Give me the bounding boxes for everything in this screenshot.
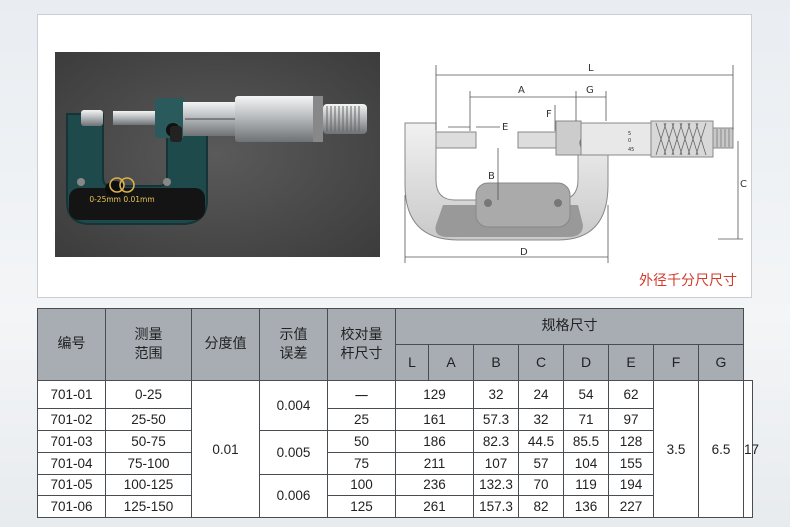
- table-row: 701-05 100-125 0.006 100 236 132.3 70 11…: [37, 473, 753, 519]
- header-graduation: 分度值: [191, 308, 260, 381]
- cell-d: 194: [608, 473, 654, 497]
- cell-b: 82: [518, 495, 564, 518]
- cell-l: 236: [395, 473, 474, 497]
- cell-a: 107: [473, 451, 519, 475]
- cell-range: 0-25: [105, 379, 192, 410]
- cell-b: 44.5: [518, 430, 564, 453]
- cell-d: 62: [608, 379, 654, 410]
- header-calib: 校对量杆尺寸: [327, 308, 396, 381]
- micrometer-photo-icon: 0-25mm 0.01mm: [55, 52, 380, 257]
- dim-label-g: G: [586, 85, 594, 96]
- cell-c: 54: [563, 379, 609, 410]
- cell-calib: 一: [327, 379, 396, 410]
- cell-f: 6.5: [698, 380, 744, 518]
- header-range: 测量范围: [105, 308, 192, 381]
- cell-g: 17: [743, 380, 759, 518]
- cell-graduation: 0.01: [191, 380, 260, 518]
- header-spec: 规格尺寸: [395, 308, 744, 345]
- cell-c: 119: [563, 473, 609, 497]
- cell-range: 75-100: [105, 451, 192, 475]
- dimension-diagram: 5 0 45: [388, 35, 748, 275]
- cell-code: 701-01: [37, 379, 106, 410]
- cell-calib: 75: [327, 451, 396, 475]
- header-e: E: [608, 344, 654, 381]
- scale-mark-45: 45: [628, 147, 634, 153]
- cell-b: 70: [518, 473, 564, 497]
- dim-label-a: A: [518, 85, 525, 96]
- table-row: 701-02 25-50 25 161 57.3 32 71 97: [37, 408, 753, 432]
- cell-a: 32: [473, 379, 519, 410]
- cell-l: 261: [395, 495, 474, 518]
- dim-label-c: C: [740, 179, 747, 190]
- product-photo: 0-25mm 0.01mm: [55, 52, 380, 257]
- cell-range: 125-150: [105, 495, 192, 518]
- scale-mark-0: 0: [628, 138, 631, 144]
- header-code: 编号: [37, 308, 106, 381]
- header-g: G: [698, 344, 744, 381]
- cell-code: 701-04: [37, 451, 106, 475]
- header-c: C: [518, 344, 564, 381]
- cell-b: 57: [518, 451, 564, 475]
- cell-c: 136: [563, 495, 609, 518]
- cell-a: 132.3: [473, 473, 519, 497]
- cell-calib: 125: [327, 495, 396, 518]
- cell-a: 57.3: [473, 408, 519, 432]
- cell-b: 24: [518, 379, 564, 410]
- cell-calib: 50: [327, 430, 396, 453]
- cell-code: 701-03: [37, 430, 106, 453]
- table-row: 701-03 50-75 0.005 50 186 82.3 44.5 85.5…: [37, 430, 753, 475]
- dim-label-l: L: [588, 63, 594, 74]
- cell-error: 0.004: [259, 379, 328, 432]
- table-row: 701-06 125-150 125 261 157.3 82 136 227: [37, 495, 753, 518]
- cell-error: 0.006: [259, 473, 328, 519]
- cell-a: 157.3: [473, 495, 519, 518]
- dim-label-b: B: [488, 171, 495, 182]
- caption: 外径千分尺尺寸: [639, 273, 737, 289]
- cell-range: 50-75: [105, 430, 192, 453]
- header-d: D: [563, 344, 609, 381]
- header-l: L: [395, 344, 429, 381]
- table-row: 701-01 0-25 0.01 0.004 一 129 32 24 54 62…: [37, 379, 759, 518]
- cell-b: 32: [518, 408, 564, 432]
- top-panel: 0-25mm 0.01mm: [37, 14, 752, 298]
- cell-calib: 100: [327, 473, 396, 497]
- cell-code: 701-02: [37, 408, 106, 432]
- dim-label-e: E: [502, 122, 508, 133]
- cell-e: 3.5: [653, 380, 699, 518]
- cell-range: 25-50: [105, 408, 192, 432]
- cell-calib: 25: [327, 408, 396, 432]
- cell-a: 82.3: [473, 430, 519, 453]
- cell-l: 211: [395, 451, 474, 475]
- table-row: 701-04 75-100 75 211 107 57 104 155: [37, 451, 753, 475]
- cell-c: 71: [563, 408, 609, 432]
- cell-l: 129: [395, 379, 474, 410]
- header-error: 示值误差: [259, 308, 328, 381]
- cell-d: 155: [608, 451, 654, 475]
- header-b: B: [473, 344, 519, 381]
- cell-d: 128: [608, 430, 654, 453]
- dim-label-d: D: [520, 247, 528, 258]
- cell-c: 85.5: [563, 430, 609, 453]
- cell-code: 701-05: [37, 473, 106, 497]
- header-f: F: [653, 344, 699, 381]
- cell-d: 97: [608, 408, 654, 432]
- cell-code: 701-06: [37, 495, 106, 518]
- cell-l: 186: [395, 430, 474, 453]
- cell-error: 0.005: [259, 430, 328, 475]
- dim-label-f: F: [546, 109, 552, 120]
- scale-mark-5: 5: [628, 131, 631, 137]
- cell-c: 104: [563, 451, 609, 475]
- cell-d: 227: [608, 495, 654, 518]
- header-a: A: [428, 344, 474, 381]
- spec-table: 编号 测量范围 分度值 示值误差 校对量杆尺寸 规格尺寸 L A B C D E…: [37, 308, 759, 519]
- cell-l: 161: [395, 408, 474, 432]
- cell-range: 100-125: [105, 473, 192, 497]
- engraving-text: 0-25mm 0.01mm: [89, 195, 154, 204]
